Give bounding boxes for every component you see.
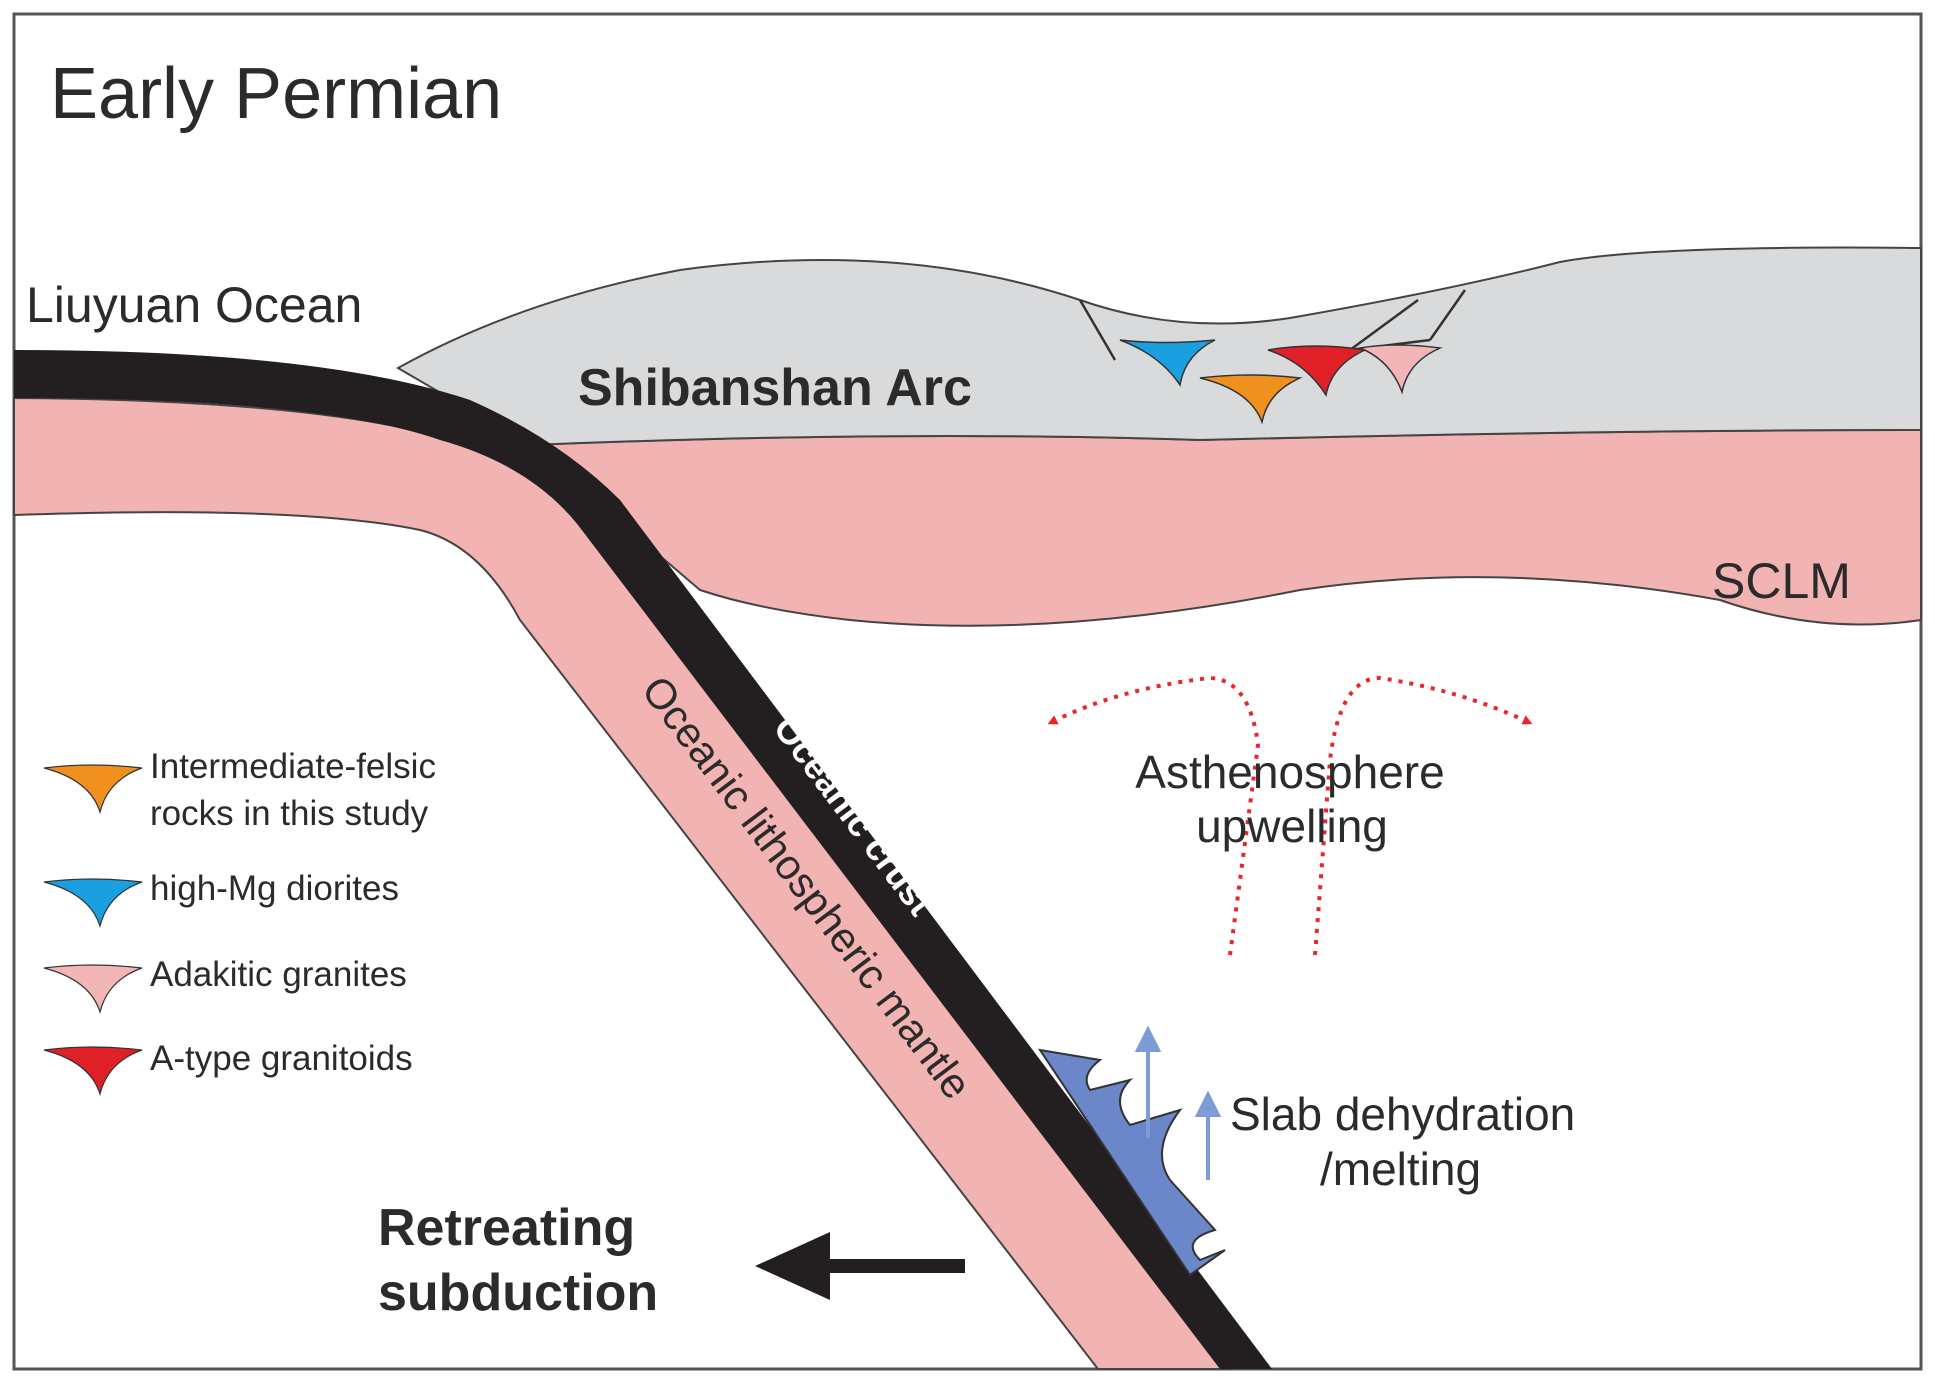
arc-intrusions — [1119, 339, 1443, 425]
asthenosphere-label-2: upwelling — [1196, 800, 1388, 852]
retreat-label-2: subduction — [378, 1264, 658, 1322]
legend-blue-icon — [43, 878, 143, 929]
intermediate-felsic-intrusion-icon — [1199, 374, 1303, 425]
dehydration-label-2: /melting — [1320, 1143, 1481, 1195]
diagram-title: Early Permian — [50, 54, 502, 134]
legend-symbols — [43, 764, 143, 1097]
legend-pink-icon — [43, 964, 143, 1015]
legend-item-1-line1: Intermediate-felsic — [150, 747, 436, 786]
legend-orange-icon — [43, 764, 143, 815]
upwelling-arrow-left — [1047, 675, 1261, 956]
legend-item-3: Adakitic granites — [150, 955, 407, 994]
retreat-arrow-shaft — [820, 1259, 965, 1273]
fluid-arrows — [1134, 1025, 1222, 1180]
retreat-arrow-head-icon — [755, 1232, 830, 1300]
slab-melt — [1037, 1048, 1226, 1277]
retreat-label-1: Retreating — [378, 1199, 635, 1257]
dehydration-label-1: Slab dehydration — [1230, 1088, 1575, 1140]
upwelling-arrows — [1047, 675, 1533, 956]
fluid-arrow-head-1 — [1134, 1025, 1162, 1052]
upwelling-arrow-right — [1313, 675, 1533, 956]
a-type-granitoid-intrusion-icon — [1267, 345, 1368, 397]
fluid-arrow-head-2 — [1194, 1090, 1222, 1117]
asthenosphere-label-1: Asthenosphere — [1135, 746, 1444, 798]
arc-label: Shibanshan Arc — [578, 359, 972, 417]
sclm-label: SCLM — [1712, 553, 1851, 609]
legend-red-icon — [43, 1046, 143, 1097]
oceanic-crust — [14, 350, 1272, 1369]
legend-item-4: A-type granitoids — [150, 1039, 413, 1078]
retreat-arrow — [755, 1232, 965, 1300]
high-mg-diorite-intrusion-icon — [1119, 339, 1216, 387]
ocean-label: Liuyuan Ocean — [26, 277, 362, 333]
legend-item-2: high-Mg diorites — [150, 869, 399, 908]
legend-item-1-line2: rocks in this study — [150, 794, 429, 833]
adakitic-granite-intrusion-icon — [1357, 344, 1443, 395]
